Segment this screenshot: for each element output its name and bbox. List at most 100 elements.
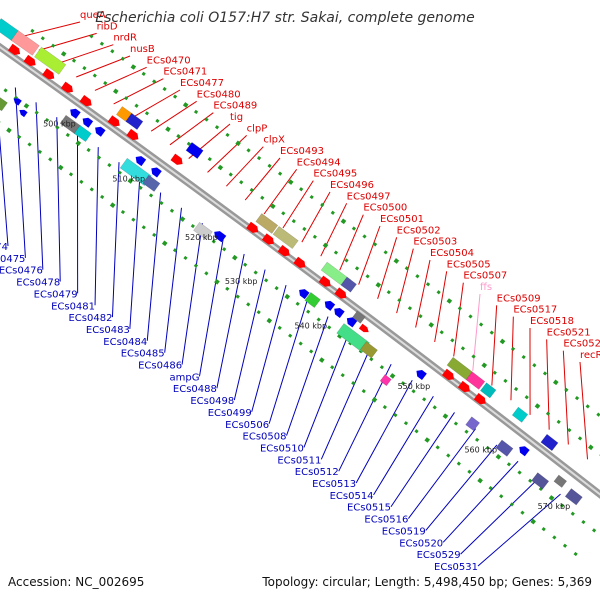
forward-gene-label[interactable]: nrdR	[113, 33, 137, 44]
reverse-gene-label[interactable]: ECs0510	[260, 443, 304, 454]
forward-gene-label[interactable]: ECs0509	[497, 293, 541, 304]
scale-tick-mark	[291, 219, 296, 224]
gene-feature-block	[359, 341, 378, 359]
gene-label-leader-line	[111, 162, 120, 318]
reverse-gene-label[interactable]: ECs0498	[190, 396, 234, 407]
scale-tick-mark	[506, 462, 512, 467]
reverse-gene-label[interactable]: ECs0514	[330, 491, 374, 502]
forward-gene-label[interactable]: ECs0505	[447, 259, 491, 270]
reverse-gene-label[interactable]: ECs0529	[417, 550, 461, 561]
scale-tick-mark	[222, 247, 227, 252]
scale-tick-mark	[165, 126, 171, 133]
forward-gene-label[interactable]: ECs0502	[397, 225, 441, 236]
forward-gene-label[interactable]: ECs0495	[313, 169, 357, 180]
scale-tick-mark	[107, 163, 112, 168]
forward-gene-label[interactable]: queA	[80, 10, 106, 21]
forward-gene-label[interactable]: ECs0497	[347, 191, 391, 202]
reverse-gene-label[interactable]: ECs0516	[364, 515, 408, 526]
scale-tick-mark	[340, 373, 345, 378]
forward-gene-label[interactable]: ECs0493	[280, 146, 324, 157]
reverse-gene-label[interactable]: ECs0475	[0, 254, 25, 265]
reverse-gene-label[interactable]: ECs0515	[347, 503, 391, 514]
reverse-gene-label[interactable]: ECs0484	[103, 337, 147, 348]
forward-gene-label[interactable]: ffs	[480, 282, 492, 293]
scale-tick-mark	[109, 202, 116, 208]
scale-tick-mark	[274, 286, 279, 291]
gene-feature-block	[193, 221, 213, 241]
reverse-gene-label[interactable]: ECs0486	[138, 361, 182, 372]
forward-gene-label[interactable]: ECs0477	[180, 78, 224, 89]
reverse-gene-label[interactable]: ECs0479	[34, 289, 78, 300]
reverse-gene-label[interactable]: ECs0482	[68, 313, 112, 324]
scale-tick-mark	[172, 94, 178, 99]
reverse-gene-label[interactable]: ECs0478	[16, 278, 60, 289]
scale-tick-mark	[124, 96, 129, 101]
reverse-gene-label[interactable]: ECs0476	[0, 266, 43, 277]
forward-gene-label[interactable]: ECs0521	[547, 327, 591, 338]
forward-gene-label[interactable]: tig	[230, 112, 243, 123]
forward-gene-label[interactable]: nusB	[130, 44, 155, 55]
scale-tick-mark	[75, 140, 82, 146]
scale-tick-mark	[552, 535, 557, 540]
scale-tick-mark	[567, 427, 572, 433]
map-title: Escherichia coli O157:H7 str. Sakai, com…	[95, 10, 474, 26]
reverse-gene-label[interactable]: ECs0513	[312, 479, 356, 490]
forward-gene-label[interactable]: ECs0522	[563, 339, 600, 350]
forward-gene-label[interactable]: ECs0500	[363, 203, 407, 214]
scale-tick-mark	[383, 250, 388, 255]
reverse-gene-label[interactable]: ECs0512	[295, 467, 339, 478]
forward-gene-label[interactable]: clpP	[247, 123, 268, 134]
scale-tick-mark	[432, 405, 437, 410]
scale-tick-mark	[362, 234, 367, 239]
forward-gene-label[interactable]: ECs0480	[197, 89, 241, 100]
forward-gene-label[interactable]: ECs0504	[430, 248, 474, 259]
gene-label-leader-line	[150, 100, 197, 132]
scale-tick-mark	[214, 278, 220, 285]
reverse-gene-arrow	[70, 108, 81, 119]
gene-label-leader-line	[286, 316, 329, 436]
forward-gene-label[interactable]: ECs0518	[530, 316, 574, 327]
forward-gene-label[interactable]: clpX	[263, 135, 285, 146]
scale-tick-mark	[446, 298, 453, 304]
forward-gene-arrow	[441, 368, 454, 380]
forward-gene-label[interactable]: ECs0470	[147, 55, 191, 66]
scale-tick-mark	[425, 282, 431, 287]
reverse-gene-label[interactable]: ECs0531	[434, 562, 478, 573]
reverse-gene-label[interactable]: ECs0485	[121, 349, 165, 360]
scale-tick-mark	[327, 325, 332, 330]
scale-tick-mark	[587, 444, 594, 451]
forward-gene-label[interactable]: ECs0496	[330, 180, 374, 191]
reverse-gene-label[interactable]: ECs0481	[51, 301, 95, 312]
forward-gene-label[interactable]: ECs0494	[297, 157, 341, 168]
forward-gene-label[interactable]: ECs0489	[213, 101, 257, 112]
forward-gene-label[interactable]: recR	[580, 350, 600, 361]
reverse-gene-label[interactable]: ECs0499	[208, 408, 252, 419]
scale-tick-mark	[450, 338, 455, 343]
gene-feature-block	[272, 225, 299, 250]
reverse-gene-label[interactable]: ECs0488	[173, 384, 217, 395]
scale-tick-mark	[415, 274, 420, 279]
scale-tick-mark	[591, 528, 597, 533]
forward-gene-arrow	[7, 43, 21, 55]
scale-tick-mark	[435, 445, 440, 450]
scale-tick-mark	[564, 387, 569, 392]
reverse-gene-label[interactable]: ECs0519	[382, 526, 426, 537]
forward-gene-label[interactable]: ECs0501	[380, 214, 424, 225]
reverse-gene-label[interactable]: ECs0506	[225, 420, 269, 431]
scale-tick-mark	[351, 226, 357, 231]
reverse-gene-label[interactable]: ECs0508	[243, 432, 287, 443]
forward-gene-label[interactable]: ribD	[97, 21, 118, 32]
scale-tick-mark	[112, 88, 119, 95]
reverse-gene-label[interactable]: ECs0483	[86, 325, 130, 336]
forward-gene-label[interactable]: ECs0517	[513, 305, 557, 316]
reverse-gene-label[interactable]: ampG	[170, 372, 200, 383]
reverse-gene-label[interactable]: ECs0474	[0, 242, 8, 253]
forward-gene-label[interactable]: ECs0471	[163, 67, 207, 78]
scale-tick-mark	[492, 370, 497, 375]
reverse-gene-label[interactable]: ECs0520	[399, 538, 443, 549]
forward-gene-label[interactable]: ECs0503	[413, 237, 457, 248]
scale-tick-mark	[287, 179, 294, 185]
reverse-gene-label[interactable]: ECs0511	[277, 455, 321, 466]
scale-tick-mark	[138, 185, 143, 190]
forward-gene-label[interactable]: ECs0507	[463, 271, 507, 282]
